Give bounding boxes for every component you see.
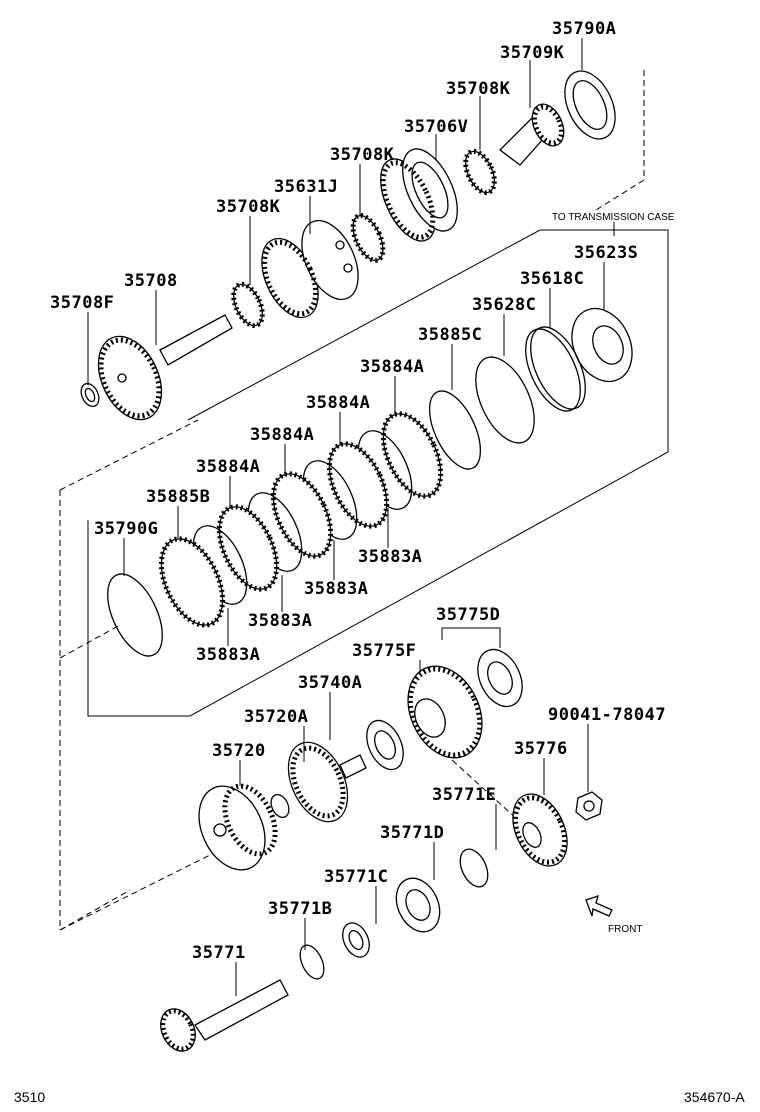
part-35708K-snap-ring-2 [350,213,386,263]
label-35771E: 35771E [432,785,496,805]
part-35628C-seal [475,356,535,444]
part-labels: 35790A 35709K 35708K 35706V 35708K 35631… [14,19,745,1105]
label-35885B: 35885B [146,487,210,507]
leader-lines [87,38,605,996]
label-90041-78047: 90041-78047 [548,705,666,725]
label-35883A-2: 35883A [304,579,368,599]
label-35771C: 35771C [324,867,388,887]
part-35720-planetary [198,783,278,871]
part-35885C-snap-ring [428,390,482,470]
label-35618C: 35618C [520,269,584,289]
part-35775F-gear [407,665,483,759]
part-35720A-drum [287,741,367,823]
part-35708K-snap-ring-3 [231,281,265,329]
label-35623S: 35623S [574,243,638,263]
part-35771D-bearing [395,877,441,933]
part-35771B-snap-ring [299,944,325,980]
part-35790G-snap-ring [107,573,163,657]
part-35775D-bearing [477,648,523,708]
label-35720: 35720 [212,741,266,761]
label-35771B: 35771B [268,899,332,919]
label-35708F: 35708F [50,293,114,313]
label-35885C: 35885C [418,325,482,345]
label-35883A-1: 35883A [358,547,422,567]
label-35708K-2: 35708K [330,145,395,165]
front-label: FRONT [608,924,642,935]
label-35884A-2: 35884A [306,393,370,413]
footer-page-code: 3510 [14,1089,45,1105]
label-35706V: 35706V [404,117,468,137]
clutch-plates [158,411,444,628]
label-35771D: 35771D [380,823,444,843]
to-transmission-case-note: TO TRANSMISSION CASE [552,212,675,223]
label-35884A-4: 35884A [196,457,260,477]
label-35883A-3: 35883A [248,611,312,631]
label-35708K-3: 35708K [216,197,281,217]
label-35775F: 35775F [352,641,416,661]
label-35884A-3: 35884A [250,425,314,445]
label-35776: 35776 [514,739,568,759]
part-35709K-shaft [499,103,565,166]
front-arrow-icon [585,894,613,917]
part-35740A-bearing [366,719,404,771]
label-35708: 35708 [124,271,178,291]
part-35771C-bearing [342,922,370,958]
part-35776-gear [512,793,568,867]
label-35883A-4: 35883A [196,645,260,665]
part-35720-washer [270,793,290,819]
part-35708-shaft [97,314,233,421]
part-90041-nut [575,791,603,821]
part-35708F-washer [80,382,100,408]
label-35709K: 35709K [500,43,565,63]
part-35706V-sprag [380,148,458,242]
label-35720A: 35720A [244,707,308,727]
part-35631J-hub [261,219,359,319]
label-35628C: 35628C [472,295,536,315]
label-35790G: 35790G [94,519,158,539]
footer-figure-code: 354670-A [684,1089,745,1105]
part-35618C-seal [525,326,586,412]
label-35775D: 35775D [436,605,500,625]
label-35884A-1: 35884A [360,357,424,377]
label-35740A: 35740A [298,673,362,693]
label-35790A: 35790A [552,19,616,39]
label-35708K-1: 35708K [446,79,511,99]
part-35790A-ring [564,70,616,140]
part-35623S-piston [571,307,633,383]
clutch-pack-bracket [87,222,669,717]
part-35771E-snap-ring [459,848,489,888]
part-35771-shaft [160,979,289,1052]
label-35771: 35771 [192,943,246,963]
label-35631J: 35631J [274,177,338,197]
part-35708K-snap-ring-1 [463,148,497,196]
